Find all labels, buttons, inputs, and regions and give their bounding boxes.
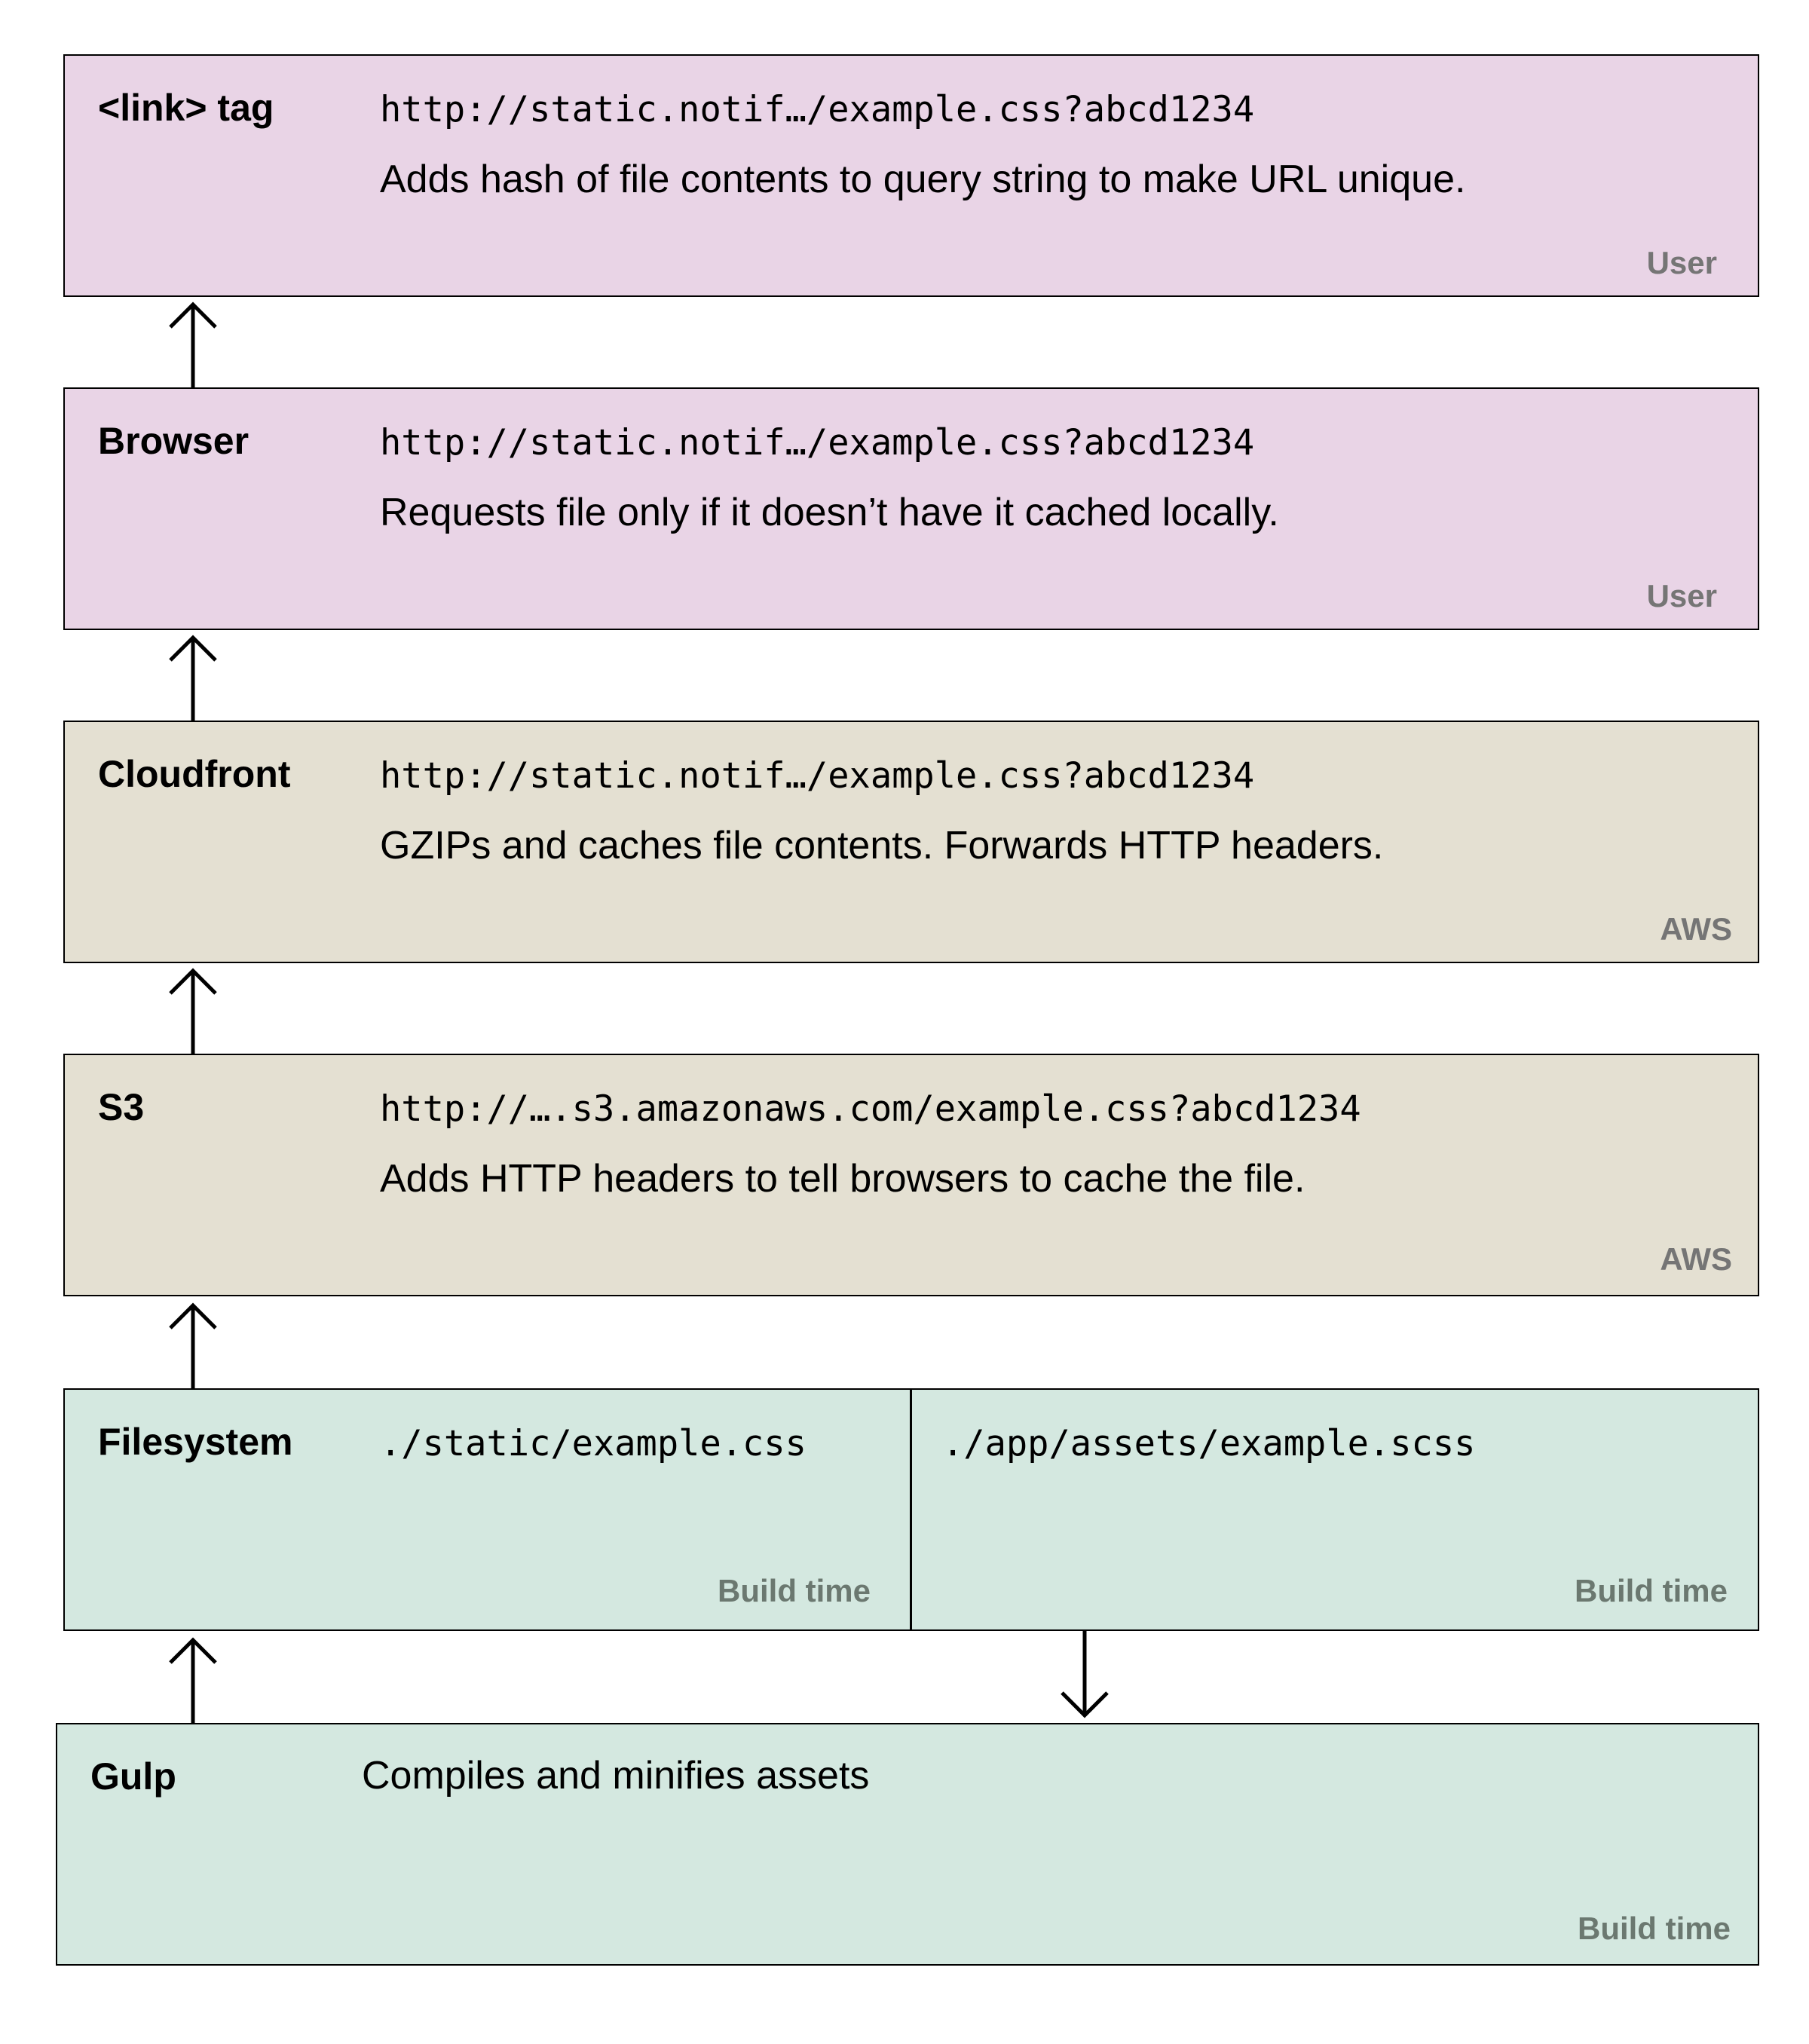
layer-name: <link> tag [98, 87, 274, 129]
layer-name: Browser [98, 420, 249, 462]
layer-tag-left: Build time [718, 1573, 871, 1608]
layer-url: http://….s3.amazonaws.com/example.css?ab… [380, 1088, 1361, 1130]
layer-tag-right: Build time [1574, 1573, 1728, 1608]
layer-name: Filesystem [98, 1421, 293, 1463]
layer-name: Gulp [90, 1755, 176, 1798]
static-css-path: ./static/example.css [380, 1423, 807, 1464]
layer-tag: User [1646, 245, 1717, 280]
arrow-up-icon [169, 968, 217, 1054]
gulp-box: Gulp Compiles and minifies assets Build … [56, 1723, 1759, 1966]
layer-description: Adds HTTP headers to tell browsers to ca… [380, 1157, 1305, 1201]
layer-tag: Build time [1577, 1911, 1731, 1946]
layer-name: S3 [98, 1086, 145, 1128]
arrow-up-icon [169, 1637, 217, 1723]
layer-tag: AWS [1660, 1241, 1732, 1277]
layer-description: Requests file only if it doesn’t have it… [380, 491, 1279, 534]
layer-description: Adds hash of file contents to query stri… [380, 158, 1466, 201]
layer-tag: User [1646, 578, 1717, 614]
arrow-down-icon [1061, 1631, 1109, 1718]
arrow-up-icon [169, 1302, 217, 1388]
layer-tag: AWS [1660, 911, 1732, 947]
cloudfront-box: Cloudfront http://static.notif…/example.… [63, 721, 1759, 963]
arrow-up-icon [169, 301, 217, 387]
layer-description: Compiles and minifies assets [362, 1754, 870, 1798]
layer-name: Cloudfront [98, 753, 291, 795]
link-tag-box: <link> tag http://static.notif…/example.… [63, 54, 1759, 297]
layer-description: GZIPs and caches file contents. Forwards… [380, 824, 1384, 867]
s3-box: S3 http://….s3.amazonaws.com/example.css… [63, 1054, 1759, 1296]
scss-source-path: ./app/assets/example.scss [942, 1423, 1476, 1464]
browser-box: Browser http://static.notif…/example.css… [63, 387, 1759, 630]
filesystem-box: Filesystem ./static/example.css Build ti… [63, 1388, 1759, 1631]
arrow-up-icon [169, 635, 217, 721]
layer-url: http://static.notif…/example.css?abcd123… [380, 755, 1255, 797]
layer-url: http://static.notif…/example.css?abcd123… [380, 89, 1255, 130]
layer-url: http://static.notif…/example.css?abcd123… [380, 422, 1255, 464]
filesystem-divider [910, 1390, 912, 1629]
